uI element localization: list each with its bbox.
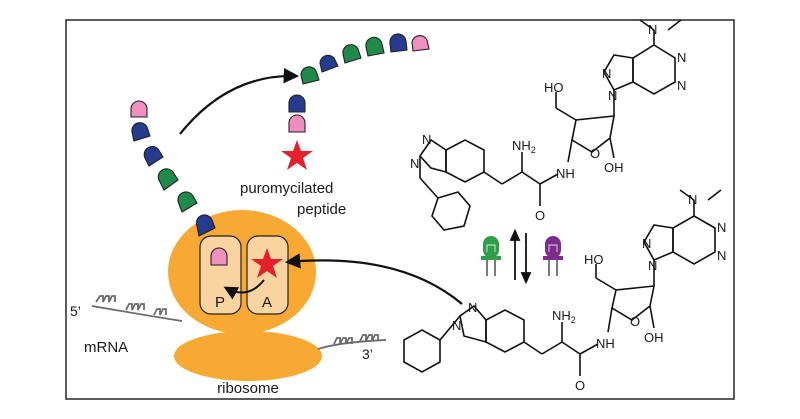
top-n-1: N	[677, 50, 686, 65]
a-site-box	[246, 235, 289, 315]
bead-pink	[210, 247, 228, 266]
top-ho: HO	[544, 80, 564, 95]
release-arrow	[179, 67, 300, 135]
bottom-n-3: N	[642, 236, 651, 251]
bottom-nh2: NH2	[552, 308, 576, 325]
bottom-n-1: N	[717, 220, 726, 235]
transfer-arrow	[223, 279, 265, 300]
puromycin-star-released	[281, 140, 313, 170]
five-prime-label: 5’	[70, 303, 81, 319]
bottom-n-2: N	[717, 248, 726, 263]
top-n-3: N	[602, 66, 611, 81]
top-nh2: NH2	[512, 138, 536, 155]
a-site-label: A	[262, 294, 272, 311]
ribosome-small-subunit	[174, 331, 322, 381]
bead-green	[342, 44, 362, 64]
top-n-diazirine-2: N	[410, 156, 419, 171]
bottom-ho: HO	[584, 252, 604, 267]
bottom-nme2: N	[688, 192, 697, 207]
puromycin-star-a-site	[251, 248, 283, 278]
top-n-2: N	[677, 78, 686, 93]
bead-pink	[130, 100, 148, 118]
mrna-label: mRNA	[84, 339, 128, 356]
bead-navy	[131, 122, 151, 142]
p-site-label: P	[215, 294, 225, 311]
ribosome	[168, 210, 322, 381]
mrna-strand	[91, 295, 387, 350]
puromycilated-label-line1: puromycilated	[240, 180, 333, 197]
bottom-molecule-structure	[403, 189, 722, 376]
figure-frame	[65, 19, 735, 400]
bottom-n-4: N	[648, 258, 657, 273]
bottom-oh: OH	[644, 330, 664, 345]
bottom-nh: NH	[596, 336, 615, 351]
bottom-o-carbonyl: O	[575, 378, 585, 393]
top-nme2: N	[648, 22, 657, 37]
ribosome-label: ribosome	[217, 380, 279, 397]
bead-green	[365, 36, 385, 57]
purple-led-icon	[543, 236, 563, 276]
ribosome-large-subunit	[168, 210, 316, 334]
puromycilated-label-line2: peptide	[297, 201, 346, 218]
bead-navy	[389, 33, 408, 53]
bead-green	[157, 168, 179, 191]
bead-pink	[411, 35, 430, 52]
top-o-carbonyl: O	[535, 208, 545, 223]
bead-green	[300, 66, 320, 85]
incorporation-arrow	[284, 253, 463, 305]
equilibrium-arrows-icon	[509, 228, 532, 285]
puromycilated-peptide-chain	[288, 33, 430, 133]
nascent-peptide-chain	[130, 100, 228, 266]
bead-navy	[143, 145, 164, 167]
bead-navy	[319, 54, 339, 73]
bead-navy	[195, 214, 216, 237]
top-n-4: N	[608, 88, 617, 103]
three-prime-label: 3’	[362, 346, 373, 362]
bottom-o-ring: O	[630, 314, 640, 329]
top-oh: OH	[604, 160, 624, 175]
top-n-diazirine-1: N	[422, 132, 431, 147]
top-o-ring: O	[590, 146, 600, 161]
top-molecule-structure	[418, 19, 682, 231]
green-led-icon	[481, 236, 501, 276]
bottom-n-indazole-1: N	[468, 300, 477, 315]
bead-green	[177, 191, 198, 213]
top-nh: NH	[556, 166, 575, 181]
bottom-n-indazole-2: N	[452, 318, 461, 333]
bead-pink	[288, 114, 306, 133]
bead-navy	[288, 94, 306, 113]
